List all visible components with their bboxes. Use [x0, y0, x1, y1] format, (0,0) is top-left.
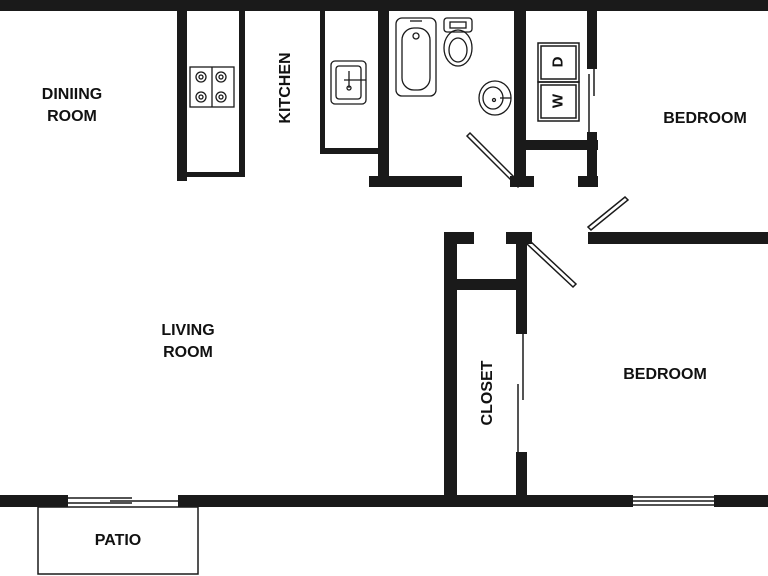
laundry-appliances [537, 42, 580, 122]
closet-sliding-doors [517, 334, 524, 452]
patio-outline [37, 506, 199, 575]
bedroom-window [633, 496, 714, 506]
walls [0, 0, 768, 507]
laundry-wall-right-bottom [587, 132, 597, 187]
closet-label-text: CLOSET [479, 360, 496, 426]
laundry-wall-right-top [587, 11, 597, 69]
stove-icon [189, 66, 235, 108]
laundry-sliding-doors [588, 40, 595, 132]
washer-label-text: W [549, 93, 567, 109]
bedroom-2-door [525, 239, 578, 289]
bathroom-door [465, 131, 523, 189]
patio-slider [68, 497, 178, 504]
dining-room-label: DINIING ROOM [30, 84, 114, 128]
closet-wall-right-top [516, 232, 527, 334]
bathroom-sink-icon [478, 80, 512, 116]
laundry-jamb [578, 176, 598, 187]
living-room-label: LIVING ROOM [146, 320, 230, 364]
bedroom-1-door [586, 195, 630, 232]
swing-doors [465, 131, 630, 289]
kitchen-sink-icon [330, 60, 367, 105]
bedroom-2-label-text: BEDROOM [623, 366, 707, 383]
bedroom-1-label: BEDROOM [650, 108, 760, 130]
kitchen-label: KITCHEN [275, 48, 297, 128]
washer-inner [540, 84, 577, 119]
dining-room-label-line1: DINIING [41, 86, 103, 103]
dryer-label-text: D [549, 56, 567, 68]
living-room-label-line2: ROOM [163, 344, 213, 361]
bedroom-wall-top [588, 232, 768, 244]
exterior-wall-bottom-left [0, 495, 68, 507]
bath-wall-left [378, 11, 389, 186]
exterior-wall-top [0, 0, 768, 11]
dryer-label: D [549, 42, 569, 83]
patio-label-text: PATIO [94, 532, 142, 549]
kitchen-counter-bottom [187, 172, 245, 177]
closet-wall-left [444, 232, 457, 502]
sink-counter-bottom [320, 148, 380, 154]
toilet-icon [443, 17, 473, 67]
closet-wall-right-bottom [516, 452, 527, 502]
bathtub-icon [395, 17, 437, 97]
bath-wall-bottom [369, 176, 462, 187]
patio-label: PATIO [78, 530, 158, 552]
kitchen-label-text: KITCHEN [277, 52, 294, 124]
exterior-wall-bottom-right [714, 495, 768, 507]
closet-wall-mid [457, 279, 527, 290]
dryer-inner [540, 45, 577, 80]
dining-room-label-line2: ROOM [47, 108, 97, 125]
bedroom-1-label-text: BEDROOM [663, 110, 747, 127]
living-room-label-line1: LIVING [161, 322, 215, 339]
laundry-wall-bottom [526, 140, 598, 150]
washer-label: W [549, 81, 569, 122]
bath-door-jamb [510, 176, 534, 187]
washer-icon [537, 81, 580, 122]
sink-counter-left [320, 11, 325, 154]
exterior-wall-bottom-center [178, 495, 633, 507]
kitchen-partition [177, 11, 187, 181]
kitchen-counter-right [239, 11, 245, 177]
closet-label: CLOSET [477, 353, 499, 433]
bedroom-2-label: BEDROOM [610, 364, 720, 386]
bath-wall-right [514, 11, 526, 187]
